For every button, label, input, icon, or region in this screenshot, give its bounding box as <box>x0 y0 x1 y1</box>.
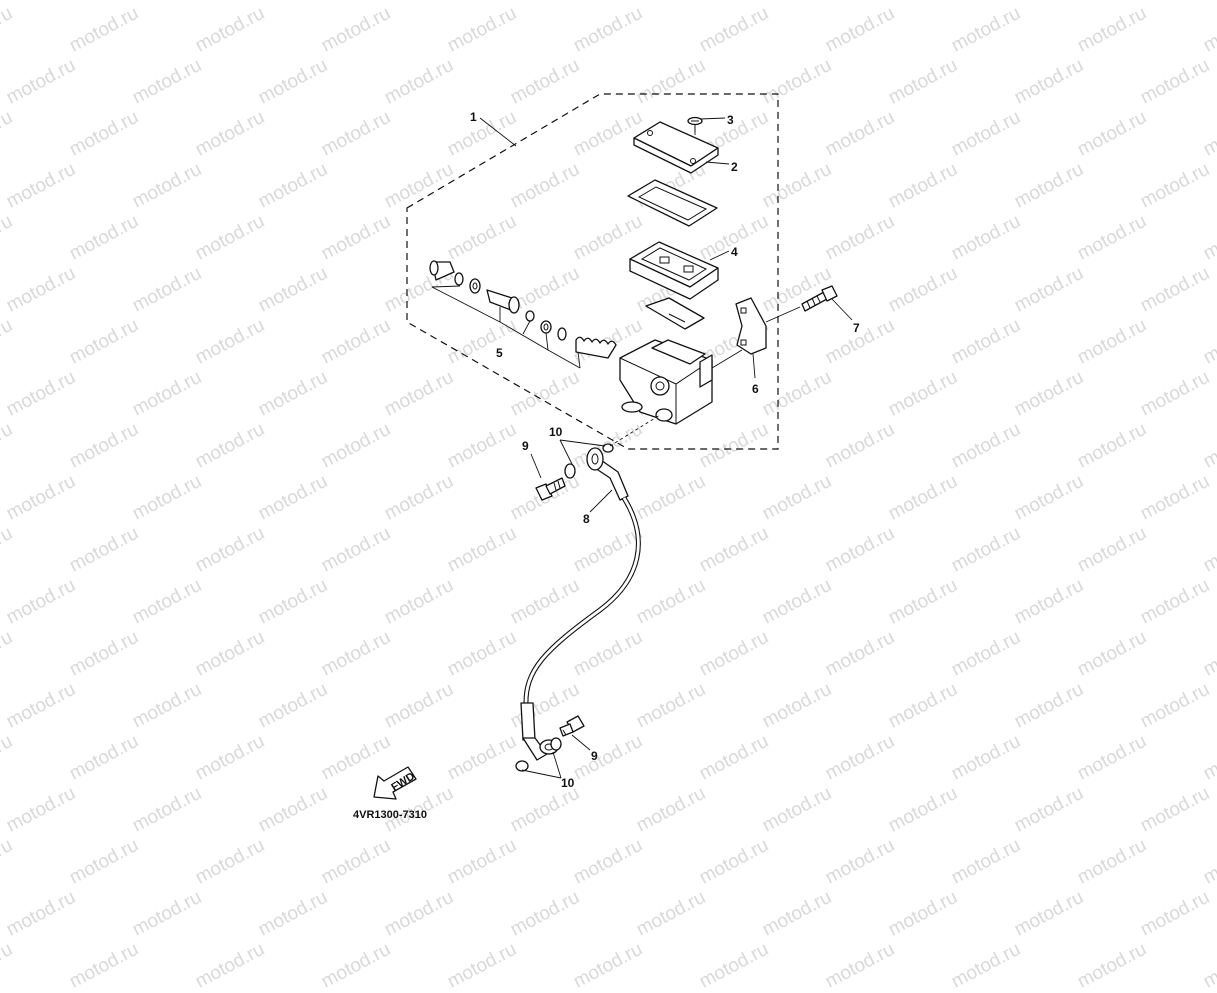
callout-6: 6 <box>752 382 759 396</box>
part-8-brake-hose <box>520 447 641 761</box>
assembly-boundary <box>406 93 779 450</box>
washer-lower-left <box>515 760 529 772</box>
callout-3: 3 <box>727 113 734 127</box>
watermark-text: motod.ru <box>570 938 647 993</box>
part-7-bolt <box>801 285 838 312</box>
callout-2: 2 <box>731 160 738 174</box>
float-plate <box>645 297 705 330</box>
union-bolt-upper <box>535 477 566 501</box>
part-4-diaphragm <box>629 241 719 300</box>
callout-9-lower: 9 <box>591 749 598 763</box>
callout-5: 5 <box>496 346 503 360</box>
callout-4: 4 <box>731 245 738 259</box>
callout-10-lower: 10 <box>561 776 575 790</box>
fwd-arrow-icon: FWD <box>373 766 417 800</box>
watermark-text: motod.ru <box>696 938 773 993</box>
watermark-text: motod.ru <box>192 938 269 993</box>
part-2-reservoir-cap <box>633 121 719 174</box>
diagram-reference-code: 4VR1300-7310 <box>353 809 427 821</box>
watermark-text: motod.ru <box>948 938 1025 993</box>
watermark-text: motod.ru <box>444 938 521 993</box>
exploded-parts-diagram: 1 2 3 4 5 6 7 8 9 9 10 10 FWD 4VR1300-73… <box>353 93 860 821</box>
return-spring <box>575 336 617 359</box>
washer-lower-right <box>550 737 562 751</box>
callout-9-upper: 9 <box>522 439 529 453</box>
callout-1: 1 <box>470 110 477 124</box>
cap-gasket-plate <box>627 179 718 227</box>
callout-10-upper: 10 <box>549 425 563 439</box>
watermark-text: motod.ru <box>1074 938 1151 993</box>
watermark-text: motod.ru <box>0 938 17 993</box>
part-6-holder-clamp <box>735 297 801 355</box>
callout-8: 8 <box>583 512 590 526</box>
master-cylinder-body <box>619 339 743 425</box>
callout-7: 7 <box>853 321 860 335</box>
watermark-text: motod.ru <box>1200 938 1217 993</box>
watermark-text: motod.ru <box>822 938 899 993</box>
watermark-text: motod.ru <box>318 938 395 993</box>
washer-upper-left <box>564 463 576 479</box>
watermark-text: motod.ru <box>66 938 143 993</box>
part-5-piston-kit <box>429 260 617 369</box>
union-bolt-lower <box>559 715 585 737</box>
